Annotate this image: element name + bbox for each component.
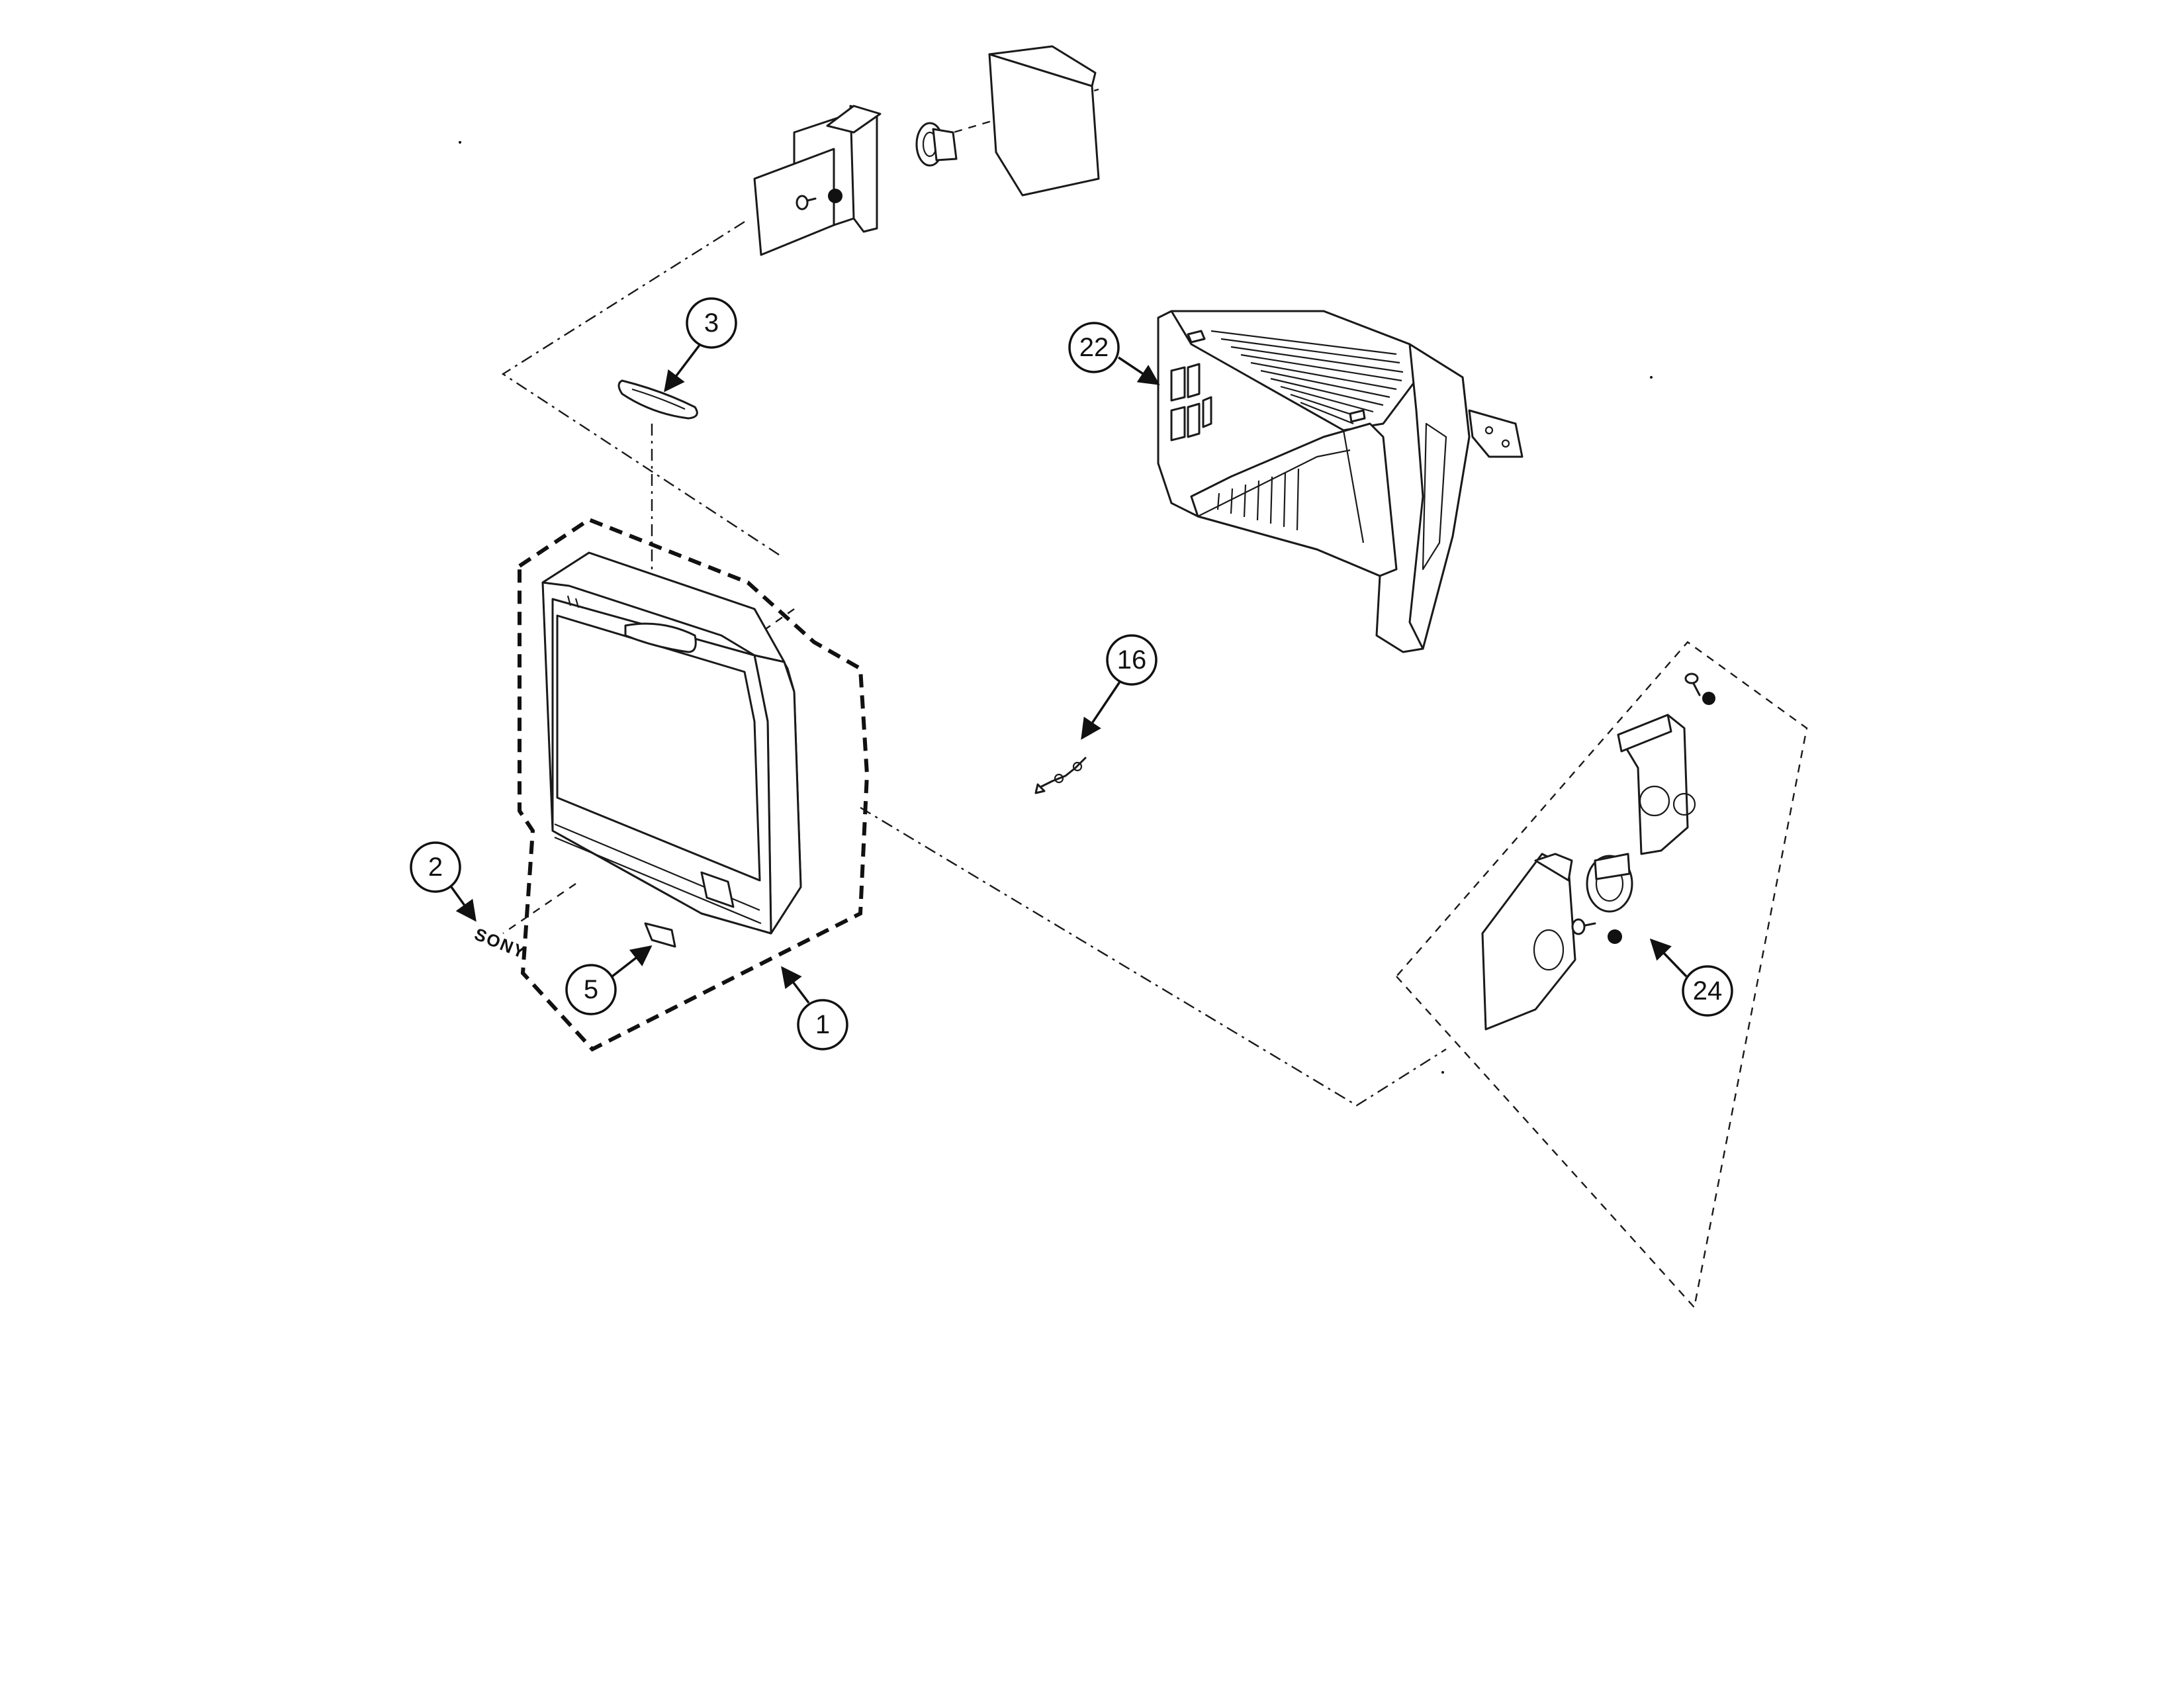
part-16-wire — [1034, 757, 1087, 794]
svg-text:24: 24 — [1693, 976, 1723, 1006]
svg-text:2: 2 — [428, 853, 443, 882]
callout-16: 16 — [1106, 634, 1158, 686]
side-vents — [1170, 363, 1212, 442]
svg-text:16: 16 — [1117, 645, 1147, 675]
part-3-badge — [617, 379, 698, 420]
callout-22: 22 — [1068, 322, 1120, 373]
screw-icon — [796, 195, 817, 210]
brand-text: SONY — [472, 924, 529, 962]
svg-text:22: 22 — [1079, 333, 1109, 362]
callout-24: 24 — [1682, 965, 1733, 1017]
callout-3: 3 — [686, 297, 737, 349]
part-24-speaker-assembly — [1395, 641, 1808, 1309]
speaker-cone — [1586, 853, 1633, 913]
callout-5: 5 — [565, 964, 617, 1015]
callout-2: 2 — [410, 841, 461, 893]
part-5-button — [644, 922, 676, 948]
grommet — [915, 122, 958, 167]
bottom-vents — [1216, 468, 1300, 531]
svg-text:1: 1 — [815, 1010, 830, 1039]
nut-icon — [828, 189, 842, 203]
svg-text:5: 5 — [584, 975, 598, 1004]
top-bracket-assembly — [753, 45, 1100, 256]
part-22-rear-cabinet — [1157, 310, 1524, 653]
part-1-front-cabinet — [518, 517, 870, 1052]
svg-text:3: 3 — [704, 308, 719, 338]
speaker-box — [988, 45, 1100, 197]
part-2-brand-badge: SONY — [472, 924, 529, 962]
top-vent-ribs — [1210, 330, 1404, 425]
callout-1: 1 — [797, 999, 848, 1051]
